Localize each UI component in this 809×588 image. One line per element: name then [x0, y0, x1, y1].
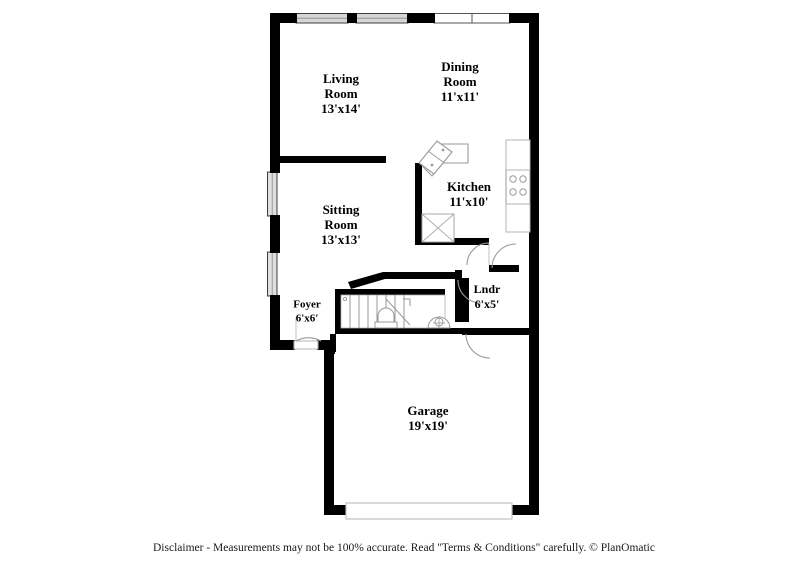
sink-icon [427, 316, 451, 329]
toilet-icon [374, 307, 398, 329]
window-living-room-1 [295, 13, 349, 24]
room-interiors [276, 22, 514, 515]
room-labels: Living Room 13'x14' Dining Room 11'x11' … [293, 59, 501, 433]
kitchen-fixtures [418, 139, 531, 243]
room-label-living-room: Living Room 13'x14' [321, 71, 361, 116]
dining-room-dimensions: 11'x11' [441, 89, 479, 104]
kitchen-range-icon [505, 169, 531, 205]
living-room-dimensions: 13'x14' [321, 101, 361, 116]
exterior-walls [270, 13, 539, 515]
living-room-name-line1: Living [323, 71, 360, 86]
room-label-foyer: Foyer 6'x6' [293, 299, 321, 325]
kitchen-refrigerator-icon [421, 213, 455, 243]
kitchen-counter-run [505, 139, 531, 233]
dining-room-name-line2: Room [443, 74, 476, 89]
laundry-name: Lndr [474, 282, 501, 296]
garage-dimensions: 19'x19' [408, 418, 448, 433]
room-label-laundry: Lndr 6'x5' [474, 282, 501, 311]
dining-room-name-line1: Dining [441, 59, 479, 74]
laundry-garage-door-icon [465, 333, 491, 359]
sitting-room-name-line2: Room [324, 217, 357, 232]
laundry-hall-door-icon [491, 243, 517, 269]
room-label-kitchen: Kitchen 11'x10' [447, 179, 492, 209]
window-dining-room [433, 13, 511, 24]
window-sitting-room-1 [267, 171, 278, 217]
foyer-name: Foyer [293, 299, 321, 311]
laundry-dimensions: 6'x5' [475, 297, 500, 311]
garage-name: Garage [407, 403, 448, 418]
room-label-garage: Garage 19'x19' [407, 403, 448, 433]
room-label-sitting-room: Sitting Room 13'x13' [321, 202, 361, 247]
kitchen-hall-door-icon [466, 242, 490, 266]
sitting-room-name-line1: Sitting [323, 202, 360, 217]
disclaimer-text: Disclaimer - Measurements may not be 100… [153, 542, 655, 554]
powder-room-fixtures [374, 307, 451, 329]
room-label-dining-room: Dining Room 11'x11' [441, 59, 479, 104]
kitchen-sink-counter-icon [418, 140, 469, 177]
living-room-name-line2: Room [324, 86, 357, 101]
front-entry-door-icon [293, 317, 322, 350]
doors-group [293, 242, 517, 359]
window-living-room-2 [355, 13, 409, 24]
powder-room-door-icon [457, 279, 482, 304]
foyer-dimensions: 6'x6' [296, 313, 319, 325]
garage-door-icon [345, 502, 513, 520]
window-sitting-room-2 [267, 251, 278, 297]
sitting-room-dimensions: 13'x13' [321, 232, 361, 247]
kitchen-name: Kitchen [447, 179, 492, 194]
kitchen-dimensions: 11'x10' [449, 194, 488, 209]
